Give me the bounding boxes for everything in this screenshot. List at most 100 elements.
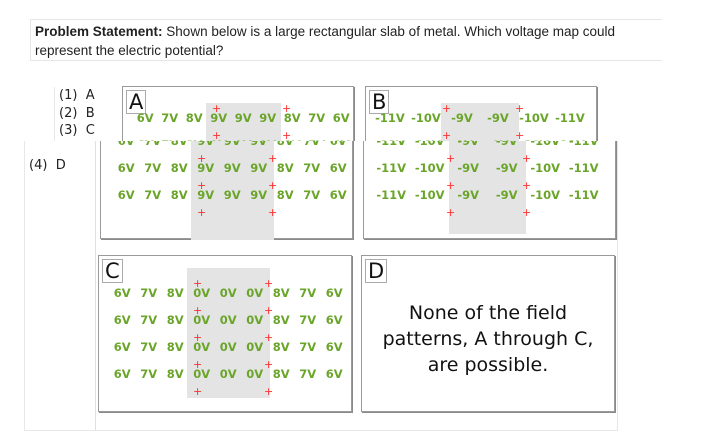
option-2[interactable]: (2) B [59, 105, 95, 121]
voltage-value: -10V [530, 141, 561, 148]
positive-charge-icon: + [264, 358, 274, 371]
voltage-row: -11V-10V-9V-9V-10V-11V [372, 111, 588, 125]
voltage-value: 9V [223, 141, 241, 148]
voltage-row: -11V-10V-9V-9V-10V-11V [372, 161, 603, 175]
voltage-value: -9V [495, 161, 518, 175]
voltage-value: 9V [250, 141, 268, 148]
positive-charge-icon: + [197, 152, 207, 165]
voltage-value: 8V [185, 111, 203, 125]
voltage-value: 6V [113, 286, 131, 300]
voltage-value: 6V [117, 161, 135, 175]
voltage-value: 7V [303, 141, 321, 148]
voltage-value: -11V [376, 141, 407, 148]
voltage-value: -10V [530, 161, 561, 175]
voltage-value: 7V [144, 188, 162, 202]
positive-charge-icon: + [197, 206, 207, 219]
voltage-row: -11V-10V-9V-9V-10V-11V [372, 138, 588, 141]
voltage-value: 7V [303, 161, 321, 175]
voltage-value: 9V [250, 161, 268, 175]
positive-charge-icon: + [264, 304, 274, 317]
option-3[interactable]: (3) C [59, 123, 95, 138]
voltage-value: 6V [329, 141, 347, 148]
voltage-value: 9V [223, 188, 241, 202]
voltage-value: 7V [299, 367, 317, 381]
problem-text: Shown below is a large rectangular slab … [35, 24, 616, 58]
positive-charge-icon: + [268, 179, 278, 192]
voltage-value: -9V [451, 111, 473, 125]
positive-charge-icon: + [282, 102, 292, 115]
map-a-panel-top: A 6V7V8V9V9V9V8V7V6V6V7V8V9V9V9V8V7V6V++… [122, 86, 354, 141]
voltage-value: 8V [170, 141, 188, 148]
voltage-value: 9V [207, 138, 232, 141]
voltage-value: -9V [480, 138, 516, 141]
map-c-label: C [102, 259, 123, 283]
conductor-region [441, 103, 519, 141]
voltage-value: 0V [219, 286, 237, 300]
map-d-label: D [365, 259, 388, 283]
voltage-value: -9V [457, 161, 480, 175]
voltage-value: 6V [325, 313, 343, 327]
voltage-value: 0V [246, 286, 264, 300]
positive-charge-icon: + [268, 206, 278, 219]
voltage-value: 0V [193, 286, 211, 300]
positive-charge-icon: + [268, 152, 278, 165]
voltage-value: 8V [166, 286, 184, 300]
problem-statement: Problem Statement: Shown below is a larg… [30, 19, 662, 61]
voltage-value: -11V [376, 188, 407, 202]
voltage-value: 7V [299, 286, 317, 300]
voltage-value: 6V [113, 367, 131, 381]
voltage-value: 7V [140, 367, 158, 381]
voltage-value: -11V [568, 141, 599, 148]
option-1[interactable]: (1) A [59, 88, 95, 103]
voltage-value: 6V [136, 111, 154, 125]
positive-charge-icon: + [446, 152, 456, 165]
voltage-value: 6V [113, 340, 131, 354]
voltage-value: 6V [117, 141, 135, 148]
upper-fragment: (1) A (2) B (3) C A 6V7V8V9V9V9V8V7V6V6V… [0, 80, 714, 141]
voltage-value: 0V [246, 367, 264, 381]
conductor-region [205, 103, 281, 141]
voltage-value: 8V [166, 313, 184, 327]
voltage-value: 6V [329, 161, 347, 175]
positive-charge-icon: + [442, 129, 452, 141]
voltage-value: 8V [276, 141, 294, 148]
voltage-value: 9V [250, 188, 268, 202]
voltage-value: 9V [256, 138, 281, 141]
conductor-region [186, 268, 270, 398]
option-4[interactable]: (4) D [24, 141, 96, 431]
map-d-text-line-3: are possible. [427, 354, 549, 376]
voltage-value: 8V [272, 313, 290, 327]
positive-charge-icon: + [193, 358, 203, 371]
voltage-value: 7V [303, 188, 321, 202]
voltage-value: 6V [117, 188, 135, 202]
voltage-value: 6V [325, 286, 343, 300]
positive-charge-icon: + [515, 129, 525, 141]
voltage-value: -11V [568, 161, 599, 175]
map-d-text-line-2: patterns, A through C, [382, 328, 594, 350]
voltage-value: 8V [166, 340, 184, 354]
voltage-value: -9V [457, 141, 480, 148]
voltage-value: -11V [552, 138, 588, 141]
positive-charge-icon: + [264, 385, 274, 398]
positive-charge-icon: + [197, 179, 207, 192]
positive-charge-icon: + [442, 102, 452, 115]
voltage-value: -10V [530, 188, 561, 202]
positive-charge-icon: + [212, 129, 222, 141]
positive-charge-icon: + [446, 206, 456, 219]
map-b-panel: -11V-10V-9V-9V-10V-11V-11V-10V-9V-9V-10V… [363, 141, 616, 239]
voltage-value: -11V [375, 111, 405, 125]
voltage-value: -10V [516, 138, 552, 141]
voltage-value: 8V [182, 138, 207, 141]
voltage-value: 0V [246, 313, 264, 327]
voltage-value: 6V [133, 138, 158, 141]
voltage-value: 8V [272, 340, 290, 354]
voltage-value: -10V [414, 161, 445, 175]
positive-charge-icon: + [264, 277, 274, 290]
voltage-value: 0V [219, 340, 237, 354]
voltage-value: 0V [193, 367, 211, 381]
voltage-value: -9V [495, 188, 518, 202]
